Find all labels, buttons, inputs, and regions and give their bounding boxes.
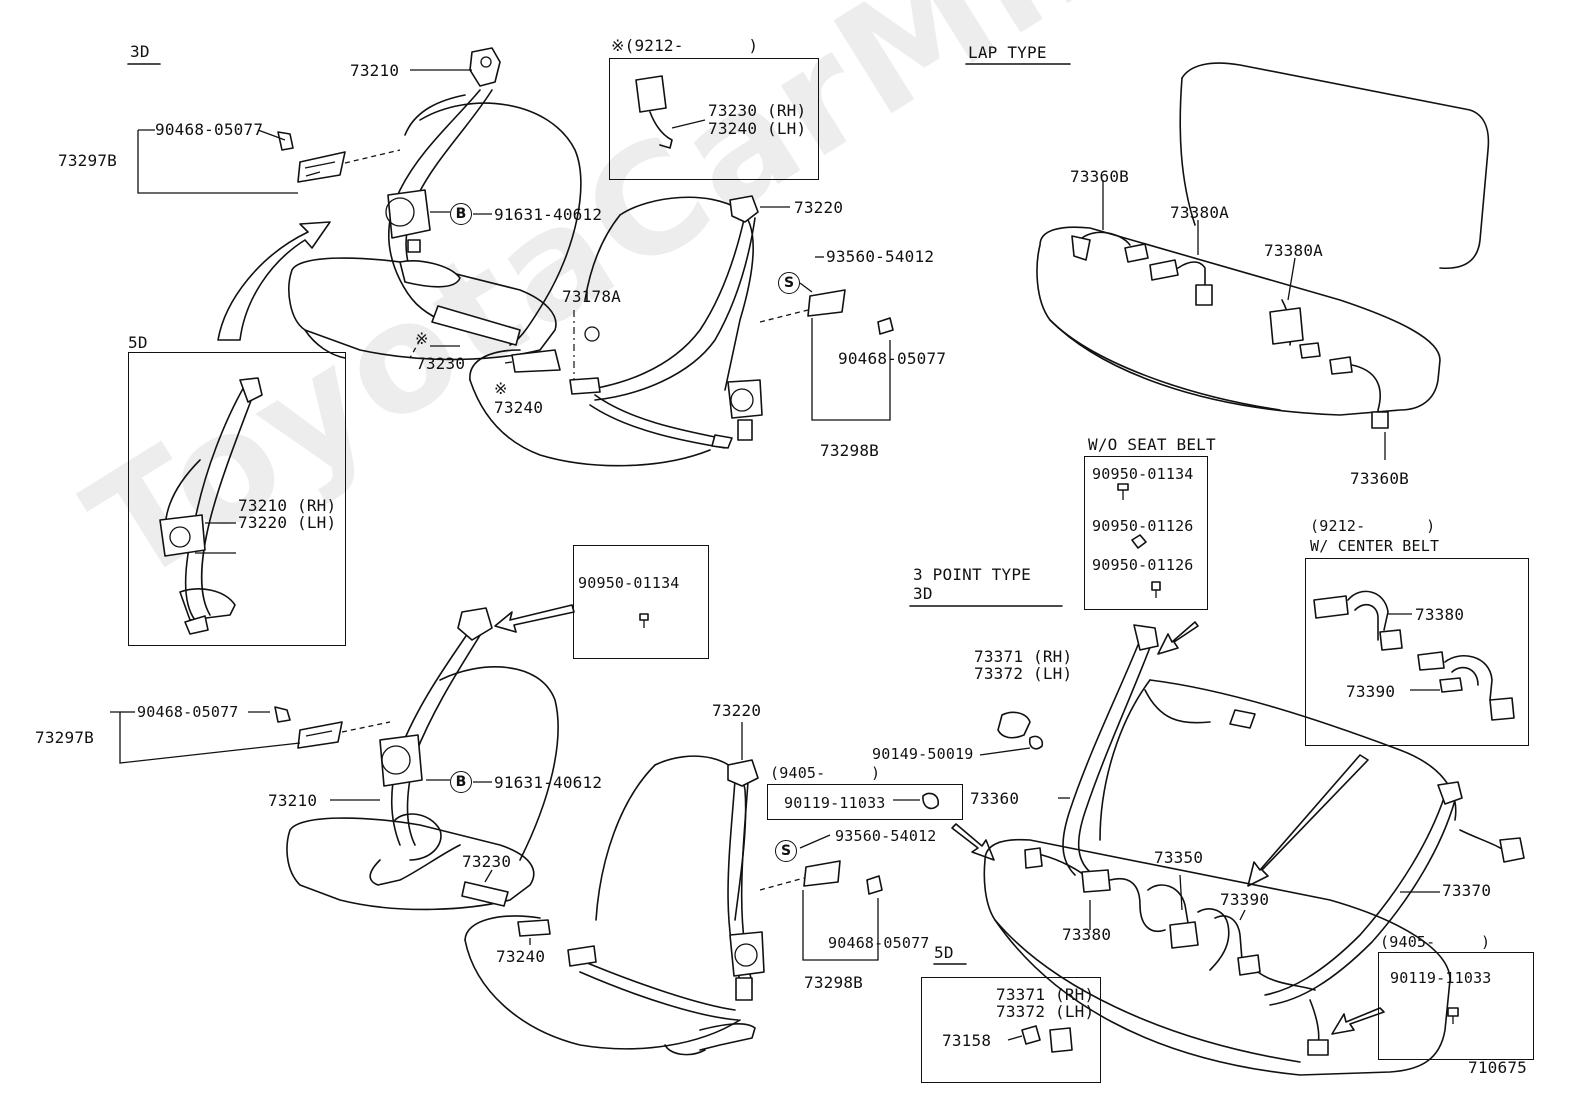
date-9405: (9405- ) xyxy=(770,764,881,782)
part-label-73210-rh: 73210 (RH) xyxy=(238,496,337,515)
part-label-90950-01126: 90950-01126 xyxy=(1092,517,1194,535)
wo-seat-belt-title: W/O SEAT BELT xyxy=(1088,435,1216,454)
seat-3point-outer xyxy=(464,722,940,1056)
part-label-90119-11033: 90119-11033 xyxy=(1390,969,1492,987)
part-label-73380: 73380 xyxy=(1415,605,1465,624)
part-label-73297b: 73297B xyxy=(35,728,94,747)
inset-5d-box xyxy=(128,352,346,646)
box-9405-b xyxy=(1378,952,1534,1060)
part-label-73220: 73220 xyxy=(794,198,844,217)
part-label-73372-lh: 73372 (LH) xyxy=(974,664,1073,683)
mark-symbol: ※ xyxy=(494,379,508,398)
part-label-73298b: 73298B xyxy=(804,973,863,992)
part-label-73298b: 73298B xyxy=(820,441,879,460)
part-label-90468-05077: 90468-05077 xyxy=(828,934,930,952)
part-label-93560-54012: 93560-54012 xyxy=(826,247,935,266)
mark-box xyxy=(609,58,819,180)
center-belt-box xyxy=(1305,558,1529,746)
arrow-to-anchor xyxy=(494,604,575,633)
center-belt-date: (9212- ) xyxy=(1310,517,1436,535)
part-label-73350: 73350 xyxy=(1154,848,1204,867)
seat-3d-outer xyxy=(469,195,894,467)
part-label-73390: 73390 xyxy=(1220,890,1270,909)
part-label-73158: 73158 xyxy=(942,1031,992,1050)
arrow-5d-to-3d xyxy=(217,221,331,341)
part-label-73210: 73210 xyxy=(350,61,400,80)
section-3d-title: 3D xyxy=(130,42,150,61)
bolt-b-marker: B xyxy=(450,771,472,793)
part-label-73210: 73210 xyxy=(268,791,318,810)
part-label-73230: 73230 xyxy=(462,852,512,871)
center-belt-box-parts xyxy=(1313,590,1515,721)
date-9405: (9405- ) xyxy=(1380,933,1491,951)
part-label-73220: 73220 xyxy=(712,701,762,720)
part-label-90468-05077: 90468-05077 xyxy=(137,703,239,721)
seat-3point-front-left xyxy=(110,607,559,945)
part-label-73230: 73230 xyxy=(416,354,466,373)
part-label-73380: 73380 xyxy=(1062,925,1112,944)
part-label-73380a: 73380A xyxy=(1170,203,1229,222)
diagram-id: 710675 xyxy=(1468,1058,1527,1077)
part-label-73240: 73240 xyxy=(496,947,546,966)
section-lap-type-title: LAP TYPE xyxy=(968,43,1047,62)
part-label-73380a: 73380A xyxy=(1264,241,1323,260)
section-3point-5d-title: 5D xyxy=(934,943,954,962)
section-5d-title: 5D xyxy=(128,333,148,352)
part-label-73360b: 73360B xyxy=(1350,469,1409,488)
bolt-icons xyxy=(639,483,1459,1053)
part-label-90468-05077: 90468-05077 xyxy=(155,120,264,139)
lap-type-rear-seat xyxy=(1036,62,1490,460)
part-label-73230-rh: 73230 (RH) xyxy=(708,101,807,120)
box-9405-a xyxy=(767,784,963,820)
part-label-73240-lh: 73240 (LH) xyxy=(708,119,807,138)
seat-3point-rear xyxy=(951,621,1525,1076)
part-label-90950-01126: 90950-01126 xyxy=(1092,556,1194,574)
screw-s-marker: S xyxy=(775,840,797,862)
box-5d-bottom xyxy=(921,977,1101,1083)
center-belt-title: W/ CENTER BELT xyxy=(1310,537,1440,555)
part-label-73240: 73240 xyxy=(494,398,544,417)
part-label-91631-40612: 91631-40612 xyxy=(494,773,603,792)
part-label-91631-40612: 91631-40612 xyxy=(494,205,603,224)
bolt-box xyxy=(573,545,709,659)
part-label-90468-05077: 90468-05077 xyxy=(838,349,947,368)
part-label-73370: 73370 xyxy=(1442,881,1492,900)
inset-5d-belt xyxy=(159,377,263,635)
part-label-73390: 73390 xyxy=(1346,682,1396,701)
mark-date-header: ※(9212- ) xyxy=(611,36,759,55)
mark-symbol: ※ xyxy=(415,329,429,348)
part-label-90119-11033: 90119-11033 xyxy=(784,794,886,812)
part-label-73371-rh: 73371 (RH) xyxy=(996,985,1095,1004)
bolt-b-marker: B xyxy=(450,203,472,225)
part-label-90149-50019: 90149-50019 xyxy=(872,745,974,763)
mark-box-buckle xyxy=(635,75,706,149)
part-label-90950-01134: 90950-01134 xyxy=(578,574,680,592)
part-label-73297b: 73297B xyxy=(58,151,117,170)
part-label-73372-lh: 73372 (LH) xyxy=(996,1002,1095,1021)
part-label-90950-01134: 90950-01134 xyxy=(1092,465,1194,483)
section-3point-title: 3 POINT TYPE xyxy=(913,565,1031,584)
part-label-73220-lh: 73220 (LH) xyxy=(238,513,337,532)
part-label-73178a: 73178A xyxy=(562,287,621,306)
screw-s-marker: S xyxy=(778,272,800,294)
part-label-73360b: 73360B xyxy=(1070,167,1129,186)
section-3point-3d-title: 3D xyxy=(913,584,933,603)
seat-3d-top-left xyxy=(137,47,582,373)
part-label-73371-rh: 73371 (RH) xyxy=(974,647,1073,666)
part-label-73360: 73360 xyxy=(970,789,1020,808)
wo-seat-belt-box xyxy=(1084,456,1208,610)
part-label-93560-54012: 93560-54012 xyxy=(835,827,937,845)
